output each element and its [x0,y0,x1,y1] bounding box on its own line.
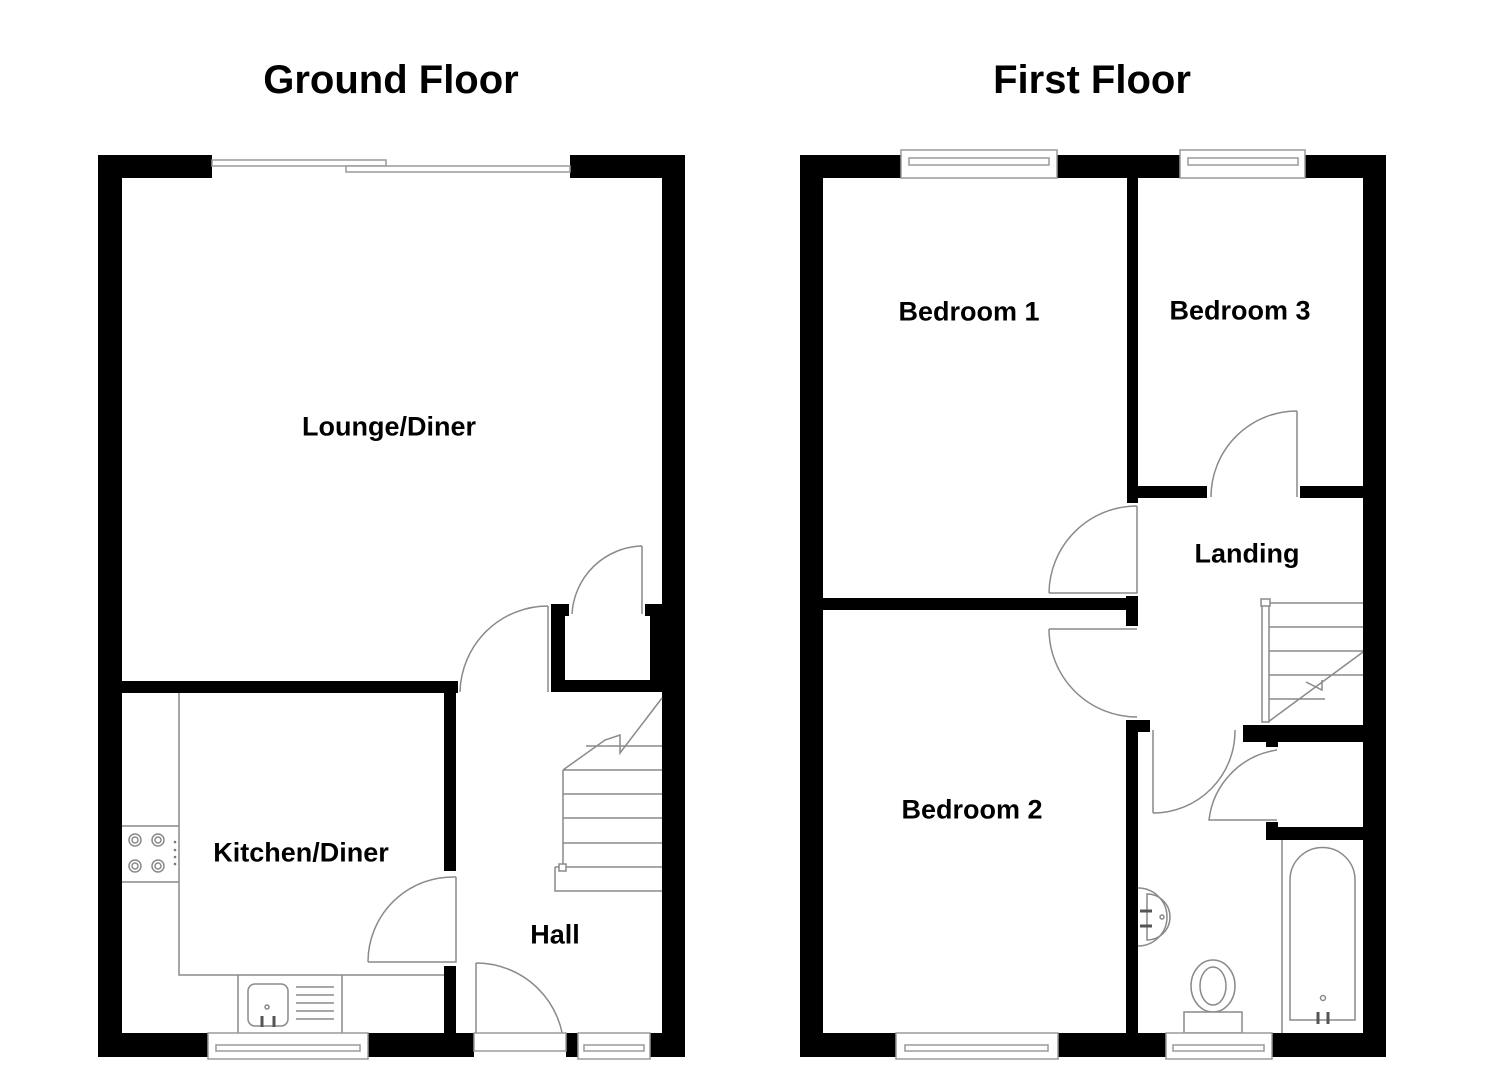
wall [1266,725,1278,747]
wall [368,1033,474,1057]
wall [1126,720,1150,732]
toilet-icon [1183,959,1243,1034]
room-label-landing: Landing [1194,538,1300,569]
staircase [1260,598,1364,723]
wall [444,966,456,1046]
room-label-bedroom-3: Bedroom 3 [1169,295,1311,326]
front-door-threshold [473,1032,567,1052]
hob-icon [128,833,177,873]
wall [551,604,565,692]
window [207,1032,369,1060]
wall [1363,155,1386,1057]
wall [98,1033,208,1057]
wall [650,1033,685,1057]
sliding-door [211,159,571,173]
room-label-lounge-diner: Lounge/Diner [302,411,476,442]
first-floor-title: First Floor [993,58,1191,102]
wall [444,681,456,871]
cupboard-door-swing [1208,749,1278,821]
wall [98,155,212,178]
door-swing [1048,628,1138,718]
wall [650,604,662,692]
room-label-bedroom-1: Bedroom 1 [898,296,1040,327]
wall [1300,486,1386,498]
ground-floor-plan [98,155,685,1060]
window [895,1032,1059,1060]
ground-floor-title: Ground Floor [263,58,519,102]
wall [800,1033,1386,1057]
wall [98,155,122,1057]
wall [444,681,458,693]
window [900,149,1058,179]
door-swing [367,876,457,963]
window [1165,1032,1273,1060]
wall [551,604,569,616]
window [1179,149,1306,179]
door-swing [459,605,549,693]
window [577,1032,651,1060]
wall [551,680,662,692]
door-swing [1210,410,1298,498]
wall [1127,155,1138,503]
wall [566,1033,578,1057]
first-floor-plan [800,149,1386,1060]
wall [1126,720,1138,1033]
wall [1127,486,1207,498]
wall [662,155,685,1057]
bathroom-door-swing [1152,729,1236,814]
wall [1243,725,1386,742]
kitchen-counters [122,693,444,1033]
room-label-hall: Hall [530,919,580,950]
bath-icon [1281,840,1356,1033]
door-swing [1048,505,1138,594]
wall [1126,596,1138,626]
door-swing [571,545,643,615]
sink-icon [247,983,334,1027]
basin-icon [1137,887,1171,947]
wall [570,155,685,178]
wall [1266,827,1386,840]
room-label-kitchen-diner: Kitchen/Diner [213,837,389,868]
wall [800,598,1138,610]
room-label-bedroom-2: Bedroom 2 [901,794,1043,825]
staircase [554,697,663,892]
wall [98,681,456,693]
